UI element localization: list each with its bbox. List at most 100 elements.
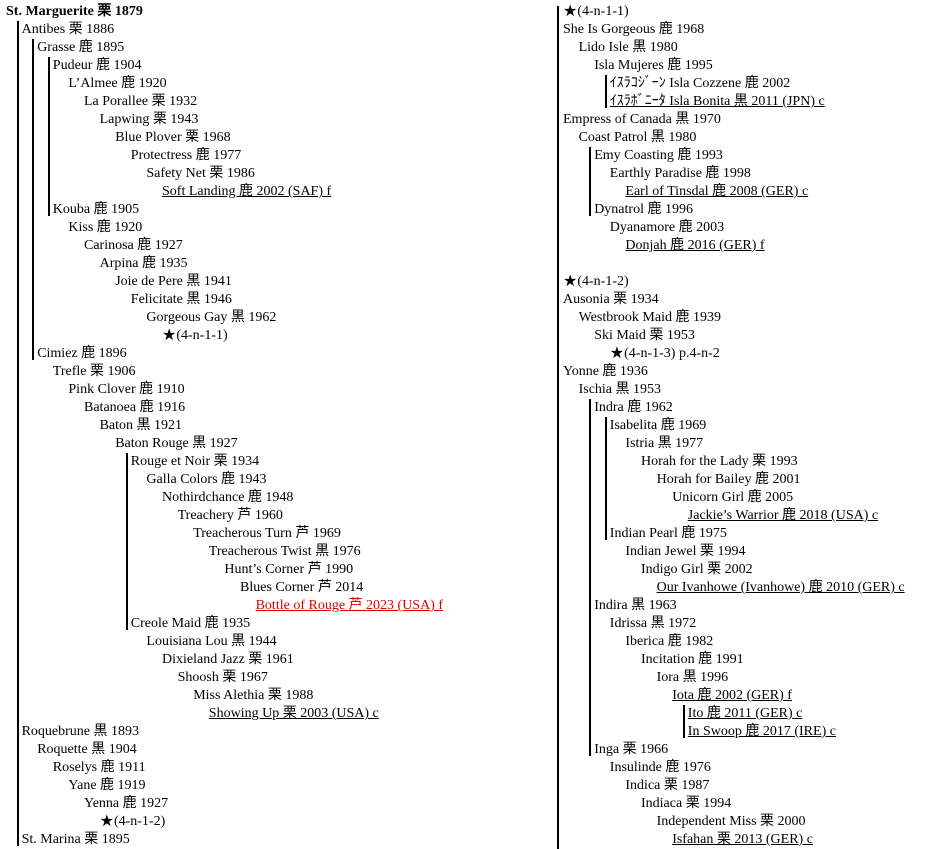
horse-entry: Roquebrune 黒 1893 <box>21 724 140 739</box>
horse-entry: Joie de Pere 黒 1941 <box>115 274 232 289</box>
horse-entry: St. Marguerite 栗 1879 <box>6 4 143 19</box>
lineage-connector <box>32 39 35 360</box>
cross-reference-label: (4-n-1-1) <box>176 328 228 343</box>
horse-entry: Baton Rouge 黒 1927 <box>115 436 238 451</box>
horse-entry: Dixieland Jazz 栗 1961 <box>162 652 294 667</box>
horse-entry: Felicitate 黒 1946 <box>130 292 232 307</box>
horse-entry: Soft Landing 鹿 2002 (SAF) f <box>162 184 332 199</box>
cross-reference-entry: ★(4-n-1-1) <box>162 327 228 345</box>
horse-entry: Gorgeous Gay 黒 1962 <box>146 310 277 325</box>
column-divider <box>557 6 559 849</box>
horse-entry: Independent Miss 栗 2000 <box>656 814 806 829</box>
horse-entry: Yonne 鹿 1936 <box>563 364 648 379</box>
horse-entry: Baton 黒 1921 <box>99 418 183 433</box>
cross-reference-label: (4-n-1-2) <box>113 814 166 829</box>
horse-entry: Lapwing 栗 1943 <box>99 112 199 127</box>
star-icon: ★ <box>609 345 625 362</box>
cross-reference-entry: ★(4-n-1-1) <box>563 3 629 21</box>
horse-entry: Rouge et Noir 栗 1934 <box>130 454 260 469</box>
horse-entry: Trefle 栗 1906 <box>52 364 136 379</box>
horse-entry: Treacherous Turn 芦 1969 <box>193 526 341 541</box>
horse-entry: Indian Pearl 鹿 1975 <box>609 526 727 541</box>
horse-entry: Idrissa 黒 1972 <box>609 616 697 631</box>
horse-entry: Bottle of Rouge 芦 2023 (USA) f <box>255 598 444 613</box>
horse-entry: Dynatrol 鹿 1996 <box>594 202 693 217</box>
horse-entry: Dyanamore 鹿 2003 <box>609 220 725 235</box>
horse-entry: La Porallee 栗 1932 <box>84 94 198 109</box>
horse-entry: Iberica 鹿 1982 <box>625 634 714 649</box>
star-icon: ★ <box>162 327 177 344</box>
horse-entry: Isla Mujeres 鹿 1995 <box>594 58 713 73</box>
horse-entry: Coast Patrol 黒 1980 <box>578 130 697 145</box>
lineage-connector <box>604 417 607 540</box>
horse-entry: Pudeur 鹿 1904 <box>52 58 142 73</box>
horse-entry: Earthly Paradise 鹿 1998 <box>609 166 751 181</box>
horse-entry: Insulinde 鹿 1976 <box>609 760 711 775</box>
horse-entry: Our Ivanhowe (Ivanhowe) 鹿 2010 (GER) c <box>656 580 905 595</box>
horse-entry: Inga 栗 1966 <box>594 742 669 757</box>
horse-entry: Horah for Bailey 鹿 2001 <box>656 472 801 487</box>
horse-entry: Safety Net 栗 1986 <box>146 166 255 181</box>
cross-reference-entry: ★(4-n-1-2) <box>563 273 629 291</box>
horse-entry: ｲｽﾗｺｼﾞｰﾝ Isla Cozzene 鹿 2002 <box>609 76 791 91</box>
horse-entry: Yenna 鹿 1927 <box>84 796 169 811</box>
horse-entry: Ski Maid 栗 1953 <box>594 328 695 343</box>
horse-entry: Westbrook Maid 鹿 1939 <box>578 310 721 325</box>
horse-entry: Indica 栗 1987 <box>625 778 710 793</box>
lineage-connector <box>125 453 128 630</box>
horse-entry: Carinosa 鹿 1927 <box>84 238 183 253</box>
horse-entry: ｲｽﾗﾎﾞﾆｰﾀ Isla Bonita 黒 2011 (JPN) c <box>609 94 825 109</box>
horse-entry: Indira 黒 1963 <box>594 598 677 613</box>
horse-entry: Roquette 黒 1904 <box>37 742 137 757</box>
star-icon: ★ <box>99 813 114 830</box>
horse-entry: Arpina 鹿 1935 <box>99 256 188 271</box>
horse-entry: Treacherous Twist 黒 1976 <box>208 544 361 559</box>
lineage-connector <box>589 147 592 216</box>
horse-entry: Cimiez 鹿 1896 <box>37 346 127 361</box>
horse-entry: Kiss 鹿 1920 <box>68 220 143 235</box>
star-icon: ★ <box>563 3 578 20</box>
horse-entry: Pink Clover 鹿 1910 <box>68 382 185 397</box>
lineage-connector <box>604 75 607 108</box>
cross-reference-entry: ★(4-n-1-2) <box>100 813 166 831</box>
horse-entry: Horah for the Lady 栗 1993 <box>641 454 798 469</box>
horse-entry: Blues Corner 芦 2014 <box>240 580 364 595</box>
horse-entry: Roselys 鹿 1911 <box>52 760 146 775</box>
horse-entry: Yane 鹿 1919 <box>68 778 146 793</box>
lineage-connector <box>682 705 685 738</box>
horse-entry: Batanoea 鹿 1916 <box>84 400 186 415</box>
horse-entry: Indra 鹿 1962 <box>594 400 673 415</box>
horse-entry: Miss Alethia 栗 1988 <box>193 688 314 703</box>
horse-entry: Hunt’s Corner 芦 1990 <box>224 562 354 577</box>
horse-entry: Empress of Canada 黒 1970 <box>563 112 721 127</box>
horse-entry: Creole Maid 鹿 1935 <box>130 616 251 631</box>
horse-entry: Ausonia 栗 1934 <box>563 292 659 307</box>
horse-entry: Galla Colors 鹿 1943 <box>146 472 267 487</box>
horse-entry: Lido Isle 黒 1980 <box>578 40 678 55</box>
horse-entry: Grasse 鹿 1895 <box>37 40 125 55</box>
horse-entry: Unicorn Girl 鹿 2005 <box>672 490 794 505</box>
horse-entry: Donjah 鹿 2016 (GER) f <box>625 238 765 253</box>
star-icon: ★ <box>563 273 578 290</box>
horse-entry: Indigo Girl 栗 2002 <box>641 562 753 577</box>
horse-entry: Incitation 鹿 1991 <box>641 652 744 667</box>
horse-entry: Iota 鹿 2002 (GER) f <box>672 688 792 703</box>
horse-entry: Nothirdchance 鹿 1948 <box>162 490 294 505</box>
horse-entry: Jackie’s Warrior 鹿 2018 (USA) c <box>687 508 879 523</box>
horse-entry: Treachery 芦 1960 <box>177 508 283 523</box>
cross-reference-label: (4-n-1-3) p.4-n-2 <box>624 346 720 361</box>
cross-reference-label: (4-n-1-1) <box>577 4 629 19</box>
horse-entry: Antibes 栗 1886 <box>21 22 115 37</box>
horse-entry: Ischia 黒 1953 <box>578 382 662 397</box>
horse-entry: Protectress 鹿 1977 <box>130 148 242 163</box>
cross-reference-label: (4-n-1-2) <box>577 274 629 289</box>
horse-entry: Istria 黒 1977 <box>625 436 704 451</box>
horse-entry: Iora 黒 1996 <box>656 670 729 685</box>
lineage-connector <box>589 399 592 756</box>
horse-entry: In Swoop 鹿 2017 (IRE) c <box>687 724 836 739</box>
horse-entry: L’Almee 鹿 1920 <box>68 76 167 91</box>
cross-reference-entry: ★(4-n-1-3) p.4-n-2 <box>610 345 720 363</box>
horse-entry: Isfahan 栗 2013 (GER) c <box>672 832 813 847</box>
horse-entry: Ito 鹿 2011 (GER) c <box>687 706 803 721</box>
